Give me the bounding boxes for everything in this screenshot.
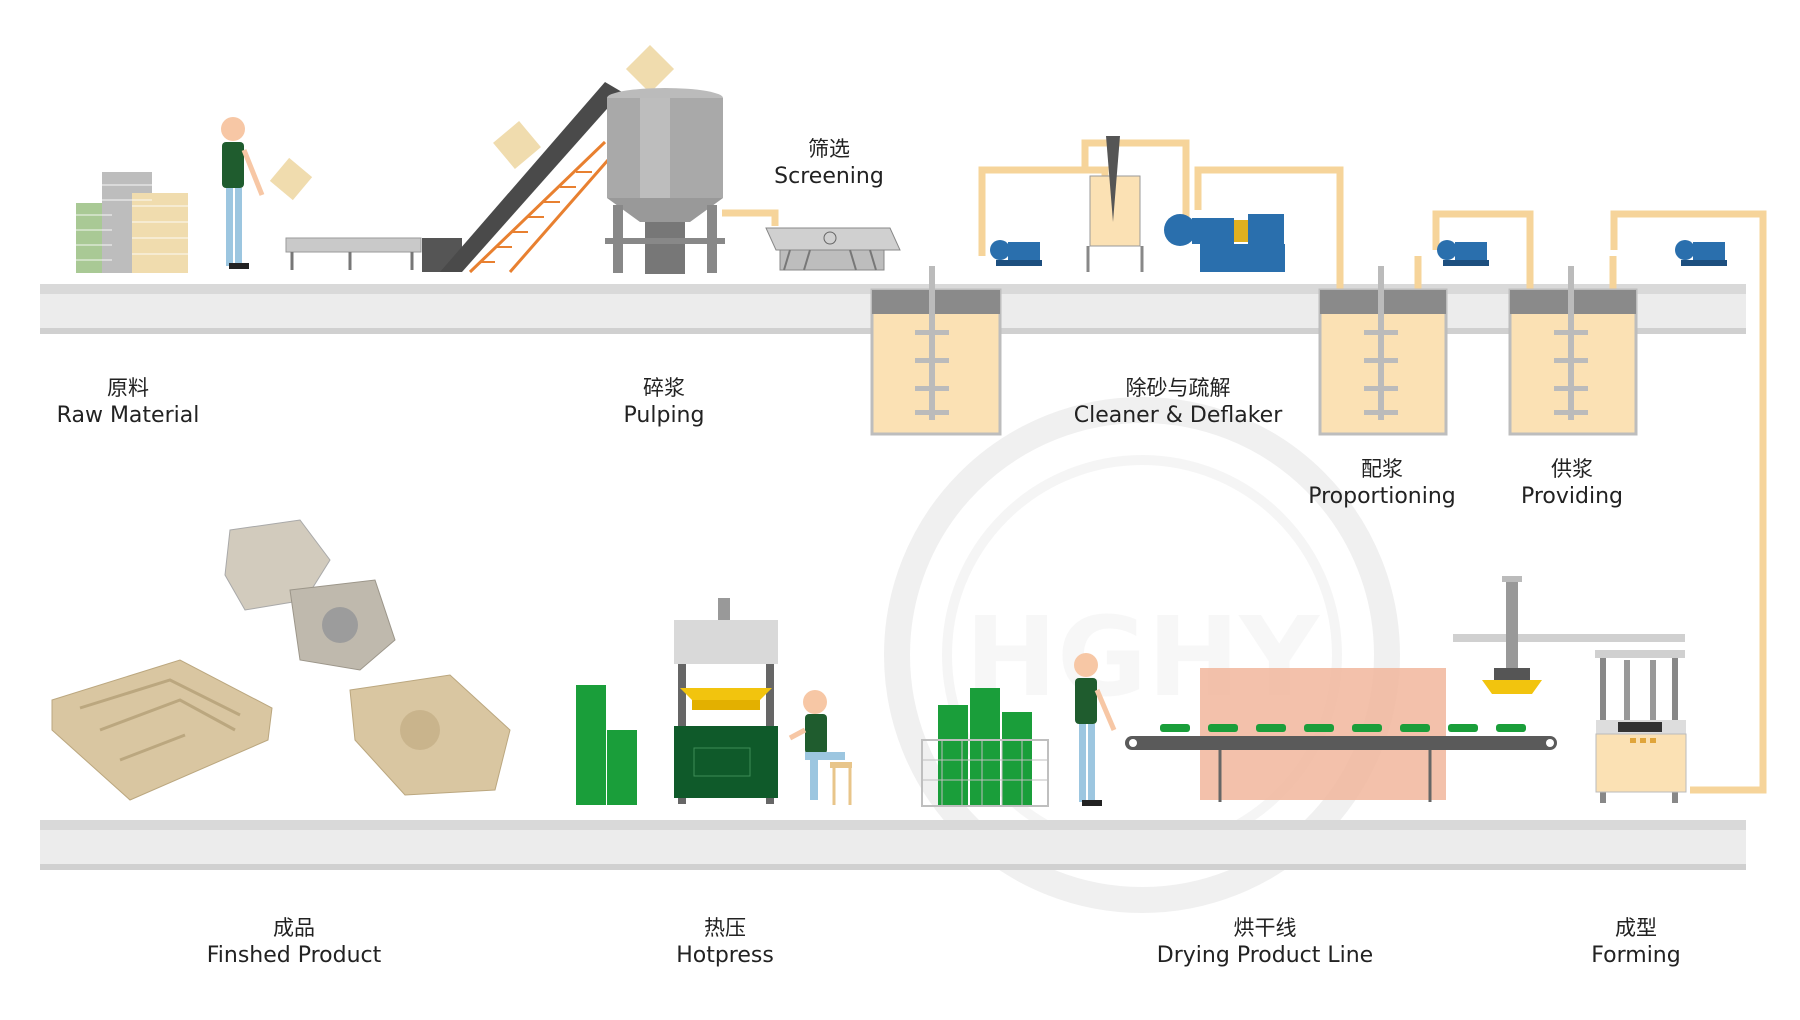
stage-label-en: Raw Material bbox=[56, 403, 200, 428]
stage-label-zh: 供浆 bbox=[1551, 457, 1593, 481]
stage-label-raw-material: 原料 Raw Material bbox=[57, 374, 200, 430]
stage-label-en: Hotpress bbox=[676, 943, 774, 968]
deflaker bbox=[1164, 214, 1285, 272]
stage-label-zh: 成型 bbox=[1614, 916, 1657, 940]
belt-conveyor bbox=[285, 237, 422, 270]
mold-stacks bbox=[576, 685, 637, 805]
stage-label-en: Finshed Product bbox=[206, 943, 382, 968]
stage-label-en: Forming bbox=[1591, 943, 1681, 968]
stage-label-zh: 碎浆 bbox=[642, 376, 685, 400]
mold-cage bbox=[921, 688, 1049, 807]
stage-label-cleaner-deflaker: 除砂与疏解 Cleaner & Deflaker bbox=[1074, 374, 1283, 430]
pulper-tank bbox=[605, 88, 725, 274]
stage-label-providing: 供浆 Providing bbox=[1521, 455, 1623, 511]
stage-label-pulping: 碎浆 Pulping bbox=[624, 374, 705, 430]
stage-label-zh: 烘干线 bbox=[1233, 916, 1297, 940]
stage-label-finished-product: 成品 Finshed Product bbox=[207, 914, 382, 970]
stage-label-zh: 成品 bbox=[272, 916, 315, 940]
stage-label-en: Drying Product Line bbox=[1156, 943, 1374, 968]
stage-label-en: Proportioning bbox=[1308, 484, 1456, 509]
sand-cleaner bbox=[1086, 136, 1144, 272]
stage-label-en: Providing bbox=[1520, 484, 1624, 509]
stage-label-en: Pulping bbox=[623, 403, 705, 428]
stage-label-drying-line: 烘干线 Drying Product Line bbox=[1157, 914, 1373, 970]
stage-label-forming: 成型 Forming bbox=[1591, 914, 1680, 970]
pump-icon bbox=[990, 240, 1042, 266]
worker-icon bbox=[1074, 653, 1117, 806]
worker-icon bbox=[221, 117, 265, 269]
stage-label-zh: 热压 bbox=[704, 916, 746, 940]
stage-label-zh: 配浆 bbox=[1360, 457, 1403, 481]
stage-label-zh: 筛选 bbox=[808, 137, 850, 161]
stage-label-zh: 原料 bbox=[107, 376, 149, 400]
stage-label-en: Cleaner & Deflaker bbox=[1073, 403, 1283, 428]
raw-material-bales bbox=[76, 172, 188, 273]
stage-label-screening: 筛选 Screening bbox=[774, 135, 884, 191]
inclined-conveyor bbox=[422, 44, 675, 274]
worker-seated-icon bbox=[788, 690, 852, 805]
pump-icon bbox=[1437, 240, 1489, 266]
forming-machine bbox=[1595, 650, 1687, 803]
pulp-tank bbox=[1318, 266, 1448, 436]
pulp-tank bbox=[1508, 266, 1638, 436]
bottom-floor bbox=[40, 820, 1746, 870]
finished-trays bbox=[51, 519, 511, 801]
pipe bbox=[722, 209, 779, 226]
stage-label-proportioning: 配浆 Proportioning bbox=[1308, 455, 1456, 511]
drying-line bbox=[1125, 668, 1557, 802]
stage-label-en: Screening bbox=[774, 164, 884, 189]
stage-label-hotpress: 热压 Hotpress bbox=[676, 914, 774, 970]
pump-icon bbox=[1675, 240, 1727, 266]
pulp-pipes bbox=[978, 139, 1767, 794]
vibrating-screen bbox=[765, 227, 901, 271]
bale-carried-icon bbox=[269, 157, 313, 201]
transfer-arm bbox=[1453, 576, 1685, 694]
stage-label-zh: 除砂与疏解 bbox=[1125, 376, 1231, 400]
pulp-tank bbox=[870, 266, 1002, 436]
hotpress-machine bbox=[674, 598, 778, 804]
